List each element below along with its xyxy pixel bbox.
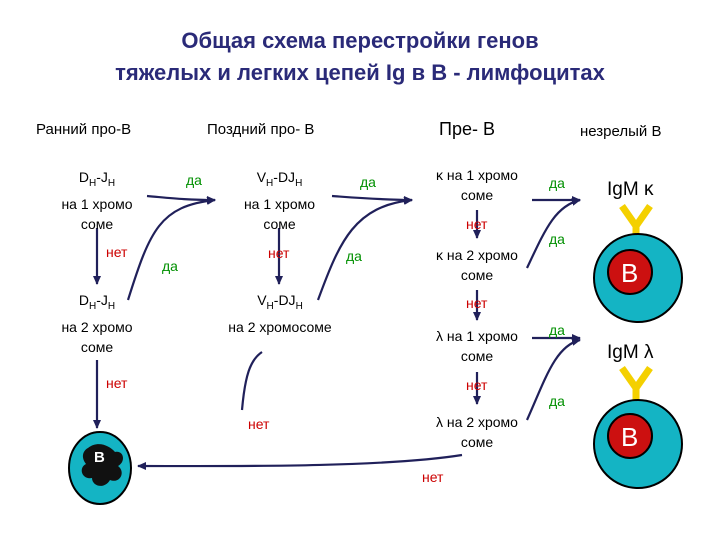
arrow-pre-yes-l2 xyxy=(525,337,581,421)
gene-segment-join: -DJ xyxy=(273,169,296,185)
box-text: соме xyxy=(460,267,494,283)
yes-label: да xyxy=(549,393,565,409)
gene-segment: V xyxy=(257,292,267,308)
late-box-2: VH-DJH на 2 хромосоме xyxy=(205,290,355,337)
header-immature-b: незрелый В xyxy=(580,123,662,140)
pre-box-kappa-2: κ на 2 хромо соме xyxy=(418,245,536,285)
box-text: на 1 хромо xyxy=(243,195,316,212)
yes-label: да xyxy=(549,231,565,247)
igm-kappa-label: IgM κ xyxy=(607,179,654,200)
no-label: нет xyxy=(466,377,488,393)
box-text: соме xyxy=(460,434,494,450)
gene-segment-join: -J xyxy=(96,292,108,308)
gene-subscript: H xyxy=(295,177,303,189)
dead-cell-nucleus xyxy=(81,444,124,486)
arrow-pre-yes-k2 xyxy=(526,197,581,269)
gene-subscript: H xyxy=(88,300,97,312)
no-label: нет xyxy=(268,245,290,261)
immature-cell-kappa-letter: B xyxy=(621,258,639,288)
title-line-2: тяжелых и легких цепей Ig в В - лимфоцит… xyxy=(115,60,605,85)
box-text: λ на 2 хромо xyxy=(436,414,518,430)
box-text: κ на 2 хромо xyxy=(436,247,518,263)
early-box-1: DH-JH на 1 хромо соме xyxy=(42,167,152,234)
gene-subscript: H xyxy=(107,300,116,312)
box-text: на 1 хромо xyxy=(61,195,133,212)
immature-cell-lambda-nucleus xyxy=(607,413,653,459)
no-label: нет xyxy=(106,375,128,391)
yes-label: да xyxy=(162,258,178,274)
igm-lambda-receptor xyxy=(619,365,653,402)
gene-subscript: H xyxy=(295,300,303,312)
pre-box-lambda-2: λ на 2 хромо соме xyxy=(418,412,536,452)
arrow-late-yes-2 xyxy=(316,196,413,301)
yes-label: да xyxy=(186,172,202,188)
gene-segment-join: -J xyxy=(96,169,108,185)
header-pre-b: Пре- В xyxy=(439,119,495,139)
arrow-late-no-2 xyxy=(240,351,263,411)
gene-segment: V xyxy=(256,169,267,185)
gene-subscript: H xyxy=(107,177,116,189)
arrow-late-yes-1 xyxy=(331,194,413,204)
no-label: нет xyxy=(466,216,488,232)
box-text: λ на 1 хромо xyxy=(436,328,518,344)
immature-cell-kappa-nucleus xyxy=(607,249,653,295)
yes-label: да xyxy=(549,175,565,191)
yes-label: да xyxy=(346,248,362,264)
dead-cell-letter: B xyxy=(94,449,105,466)
box-text: на 2 хромосоме xyxy=(228,318,332,335)
box-text: соме xyxy=(460,187,494,203)
igm-lambda-label: IgM λ xyxy=(607,342,654,363)
gene-subscript: H xyxy=(266,300,274,312)
header-late-pro-b: Поздний про- В xyxy=(207,121,315,138)
gene-subscript: H xyxy=(266,177,274,189)
box-text: на 2 хромо xyxy=(61,318,133,335)
no-label: нет xyxy=(466,295,488,311)
gene-subscript: H xyxy=(88,177,97,189)
box-text: соме xyxy=(80,215,114,232)
pre-box-lambda-1: λ на 1 хромо соме xyxy=(418,326,536,366)
yes-label: да xyxy=(549,322,565,338)
late-box-1: VH-DJH на 1 хромо соме xyxy=(222,167,337,234)
arrow-early-yes-1 xyxy=(146,194,216,204)
arrow-early-yes-2 xyxy=(126,196,216,301)
gene-segment: D xyxy=(78,169,89,185)
immature-cell-lambda-letter: B xyxy=(621,422,639,452)
no-label: нет xyxy=(422,469,444,485)
box-text: соме xyxy=(263,215,296,232)
gene-segment-join: -DJ xyxy=(273,292,296,308)
title-line-1: Общая схема перестройки генов xyxy=(181,28,539,53)
early-box-2: DH-JH на 2 хромо соме xyxy=(42,290,152,357)
box-text: соме xyxy=(80,338,114,355)
no-label: нет xyxy=(106,244,128,260)
box-text: κ на 1 хромо xyxy=(436,167,518,183)
pre-box-kappa-1: κ на 1 хромо соме xyxy=(418,165,536,205)
gene-segment: D xyxy=(78,292,89,308)
box-text: соме xyxy=(460,348,494,364)
no-label: нет xyxy=(248,416,270,432)
header-early-pro-b: Ранний про-В xyxy=(36,121,132,138)
yes-label: да xyxy=(360,174,376,190)
arrow-pre-no-final xyxy=(137,453,463,471)
